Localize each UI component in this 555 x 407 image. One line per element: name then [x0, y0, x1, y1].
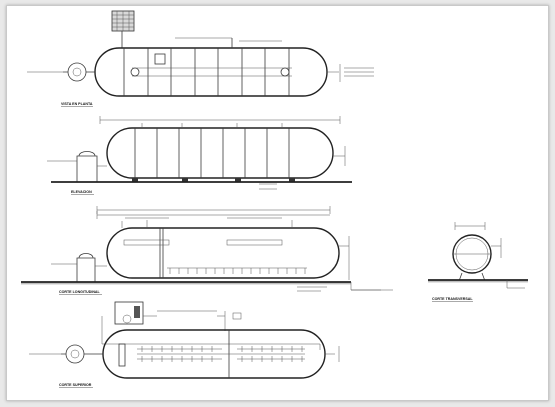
diffuser-grid-right: [237, 346, 305, 362]
elevation-view: ELEVACION: [47, 116, 352, 195]
longitudinal-tank-body: [106, 227, 340, 279]
longitudinal-section: CORTE LONGITUDINAL: [21, 206, 393, 295]
pump-plan: [67, 62, 87, 82]
manhole-left: [130, 67, 140, 77]
upper-section: CORTE SUPERIOR: [29, 301, 340, 388]
title-vista-planta: VISTA EN PLANTA: [61, 102, 93, 106]
elevation-supports: [132, 178, 295, 182]
blower-unit: [114, 301, 144, 325]
transverse-section: CORTE TRANSVERSAL: [428, 222, 528, 302]
diffuser-row: [167, 267, 307, 274]
diffuser-grid-left: [137, 346, 222, 362]
title-corte-longitudinal: CORTE LONGITUDINAL: [59, 290, 101, 294]
elevation-tank-body: [106, 127, 334, 179]
title-corte-superior: CORTE SUPERIOR: [59, 383, 92, 387]
plan-tank-body: [94, 47, 328, 97]
drawing-sheet: VISTA EN PLANTA ELEVACION: [6, 5, 549, 401]
manhole-right: [280, 67, 290, 77]
technical-drawing: VISTA EN PLANTA ELEVACION: [21, 10, 528, 388]
title-corte-transversal: CORTE TRANSVERSAL: [432, 297, 473, 301]
plan-view: VISTA EN PLANTA: [27, 10, 374, 107]
title-elevacion: ELEVACION: [71, 190, 92, 194]
pump-upper: [65, 344, 85, 364]
